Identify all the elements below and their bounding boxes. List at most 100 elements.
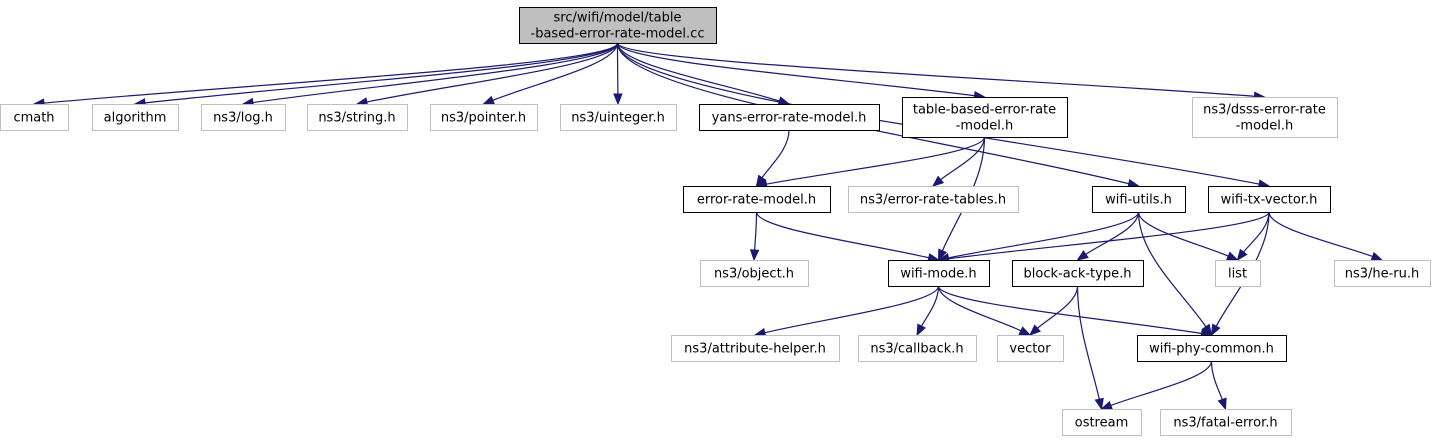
edge-arrowhead xyxy=(1370,251,1384,261)
node-list[interactable]: list xyxy=(1215,260,1261,287)
edge-arrowhead xyxy=(1100,400,1114,410)
edge-line xyxy=(251,42,619,104)
node-label: table-based-error-rate xyxy=(913,103,1056,118)
node-wmode[interactable]: wifi-mode.h xyxy=(888,260,990,287)
nodes-layer: src/wifi/model/table-based-error-rate-mo… xyxy=(0,7,1431,436)
edge-arrowhead xyxy=(1225,251,1239,261)
node-string[interactable]: ns3/string.h xyxy=(307,104,408,131)
edge-arrowhead xyxy=(1029,324,1041,336)
edge-arrowhead xyxy=(749,249,760,262)
node-root[interactable]: src/wifi/model/table-based-error-rate-mo… xyxy=(519,7,717,44)
node-label: ns3/attribute-helper.h xyxy=(684,342,826,357)
node-erm[interactable]: error-rate-model.h xyxy=(683,186,831,213)
edge-line xyxy=(947,211,1270,260)
edge-wtx-to-list xyxy=(1236,211,1270,262)
edge-bat-to-vector xyxy=(1029,285,1079,336)
node-box xyxy=(307,104,408,131)
edge-line xyxy=(920,285,940,328)
edge-arrowhead xyxy=(1217,397,1227,411)
node-wutils[interactable]: wifi-utils.h xyxy=(1092,186,1186,213)
edge-line xyxy=(937,285,1023,332)
node-wpc[interactable]: wifi-phy-common.h xyxy=(1137,335,1287,362)
node-box xyxy=(1092,186,1186,213)
node-label: -model.h xyxy=(1236,119,1294,134)
node-box xyxy=(1192,97,1338,138)
edge-line xyxy=(937,285,1203,335)
node-box xyxy=(858,335,977,362)
edge-line xyxy=(765,136,986,185)
edge-line xyxy=(616,42,976,97)
node-box xyxy=(201,104,286,131)
node-log[interactable]: ns3/log.h xyxy=(201,104,286,131)
edge-line xyxy=(1036,285,1079,330)
edge-line xyxy=(1084,211,1140,256)
node-box xyxy=(997,335,1064,362)
node-box xyxy=(1208,186,1331,213)
edge-root-to-cmath xyxy=(32,42,619,108)
edge-line xyxy=(42,42,619,104)
edge-line xyxy=(1242,211,1270,254)
node-label: src/wifi/model/table xyxy=(554,11,682,26)
node-label: ns3/callback.h xyxy=(870,342,963,357)
edge-arrowhead xyxy=(1076,250,1089,261)
node-box xyxy=(92,104,179,131)
edge-wutils-to-wmode xyxy=(937,211,1140,263)
node-label: ns3/object.h xyxy=(714,267,794,282)
node-cmath[interactable]: cmath xyxy=(0,104,69,131)
edge-root-to-yans xyxy=(616,42,791,106)
edge-root-to-algorithm xyxy=(133,42,619,108)
node-callback[interactable]: ns3/callback.h xyxy=(858,335,977,362)
node-ert[interactable]: ns3/error-rate-tables.h xyxy=(848,186,1019,213)
edge-arrowhead xyxy=(1210,323,1221,337)
node-box xyxy=(1160,409,1292,436)
edge-arrowhead xyxy=(1236,248,1248,262)
node-box xyxy=(1062,409,1142,436)
edge-root-to-uinteger xyxy=(613,42,623,106)
node-object[interactable]: ns3/object.h xyxy=(700,260,809,287)
node-box xyxy=(683,186,831,213)
node-label: ns3/dsss-error-rate xyxy=(1203,103,1326,118)
edge-wmode-to-callback xyxy=(916,285,940,337)
node-algorithm[interactable]: algorithm xyxy=(92,104,179,131)
node-yans[interactable]: yans-error-rate-model.h xyxy=(699,104,880,131)
node-pointer[interactable]: ns3/pointer.h xyxy=(430,104,538,131)
node-label: wifi-phy-common.h xyxy=(1149,342,1274,357)
edge-line xyxy=(755,211,930,259)
node-ostream[interactable]: ostream xyxy=(1062,409,1142,436)
node-label: ns3/pointer.h xyxy=(441,111,526,126)
edge-line xyxy=(1109,360,1213,407)
edge-line xyxy=(491,42,619,102)
edge-wpc-to-ostream xyxy=(1100,360,1213,410)
edge-wutils-to-bat xyxy=(1076,211,1140,261)
node-box xyxy=(519,7,717,44)
node-label: block-ack-type.h xyxy=(1024,267,1132,282)
edge-line xyxy=(753,211,758,252)
edge-arrowhead xyxy=(613,93,623,106)
edge-wtx-to-heru xyxy=(1268,211,1384,261)
node-wtx[interactable]: wifi-tx-vector.h xyxy=(1208,186,1331,213)
edge-erm-to-object xyxy=(749,211,760,262)
node-label: -based-error-rate-model.cc xyxy=(531,27,705,42)
edge-line xyxy=(1268,211,1374,258)
edge-line xyxy=(947,211,1140,259)
node-heru[interactable]: ns3/he-ru.h xyxy=(1334,260,1431,287)
edge-arrowhead xyxy=(1018,326,1032,336)
node-box xyxy=(1215,260,1261,287)
node-tberm[interactable]: table-based-error-rate-model.h xyxy=(902,97,1068,138)
edge-tberm-to-erm xyxy=(755,136,986,189)
edge-wmode-to-vector xyxy=(937,285,1032,336)
node-box xyxy=(902,97,1068,138)
node-attr[interactable]: ns3/attribute-helper.h xyxy=(671,335,840,362)
node-label: ns3/string.h xyxy=(318,111,395,126)
node-vector[interactable]: vector xyxy=(997,335,1064,362)
node-dsss[interactable]: ns3/dsss-error-rate-model.h xyxy=(1192,97,1338,138)
node-fatal[interactable]: ns3/fatal-error.h xyxy=(1160,409,1292,436)
node-bat[interactable]: block-ack-type.h xyxy=(1012,260,1144,287)
node-uinteger[interactable]: ns3/uinteger.h xyxy=(560,104,677,131)
node-box xyxy=(888,260,990,287)
node-box xyxy=(1012,260,1144,287)
edge-line xyxy=(616,42,781,102)
node-label: ns3/fatal-error.h xyxy=(1173,416,1277,431)
node-label: ostream xyxy=(1075,416,1129,431)
